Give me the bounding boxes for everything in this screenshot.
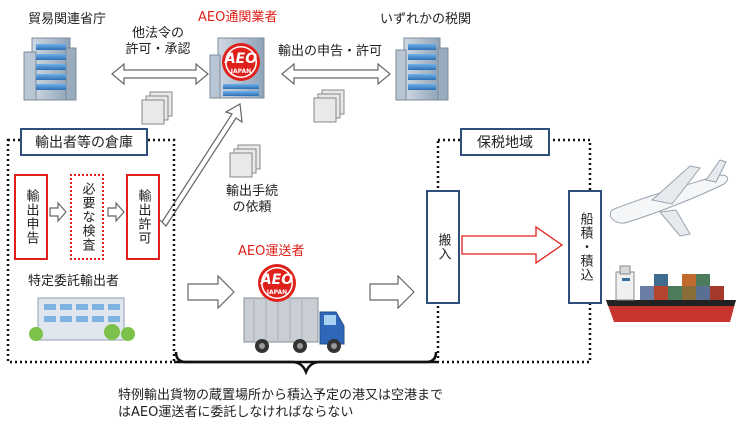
aeo-broker-building-icon: [209, 37, 265, 99]
process-arrow: [49, 201, 67, 223]
export-permit-box: 輸出許可: [126, 174, 160, 260]
carry-in-box: 搬入: [426, 190, 460, 304]
aeo-carrier-logo-text: AEO: [260, 272, 294, 288]
customs-building-icon: [395, 37, 449, 101]
process-arrow: [107, 201, 125, 223]
export-request-label: 輸出手続 の依頼: [225, 184, 278, 215]
ministry-label: 貿易関連省庁: [28, 12, 107, 27]
aeo-carrier-label: AEO運送者: [238, 244, 305, 259]
aeo-carrier-logo-icon: [258, 264, 296, 302]
transport-brace: [174, 351, 438, 376]
necessary-inspection-box: 必要な検査: [70, 174, 104, 260]
exporter-building-icon: [29, 297, 135, 341]
other-laws-label: 他法令の 許可・承認: [125, 26, 191, 57]
aeo-carrier-logo-sub: JAPAN: [266, 289, 288, 296]
specified-exporter-label: 特定委託輸出者: [28, 274, 120, 289]
documents-icon: [313, 89, 345, 123]
warehouse-region: [6, 138, 176, 364]
bottom-note-line2: はAEO運送者に委託しなければならない: [118, 405, 354, 420]
documents-icon: [141, 91, 173, 125]
ministry-broker-double-arrow: [111, 62, 209, 86]
request-arrow: [159, 103, 243, 227]
customs-label: いずれかの税関: [380, 12, 472, 27]
ship-icon: [606, 265, 736, 322]
aeo-broker-logo-text: AEO: [224, 51, 258, 67]
bottom-note-line1: 特例輸出貨物の蔵置場所から積込予定の港又は空港まで: [118, 388, 444, 403]
aeo-broker-logo-sub: JAPAN: [230, 68, 252, 75]
exporter-warehouse-title: 輸出者等の倉庫: [20, 128, 148, 156]
airplane-icon: [610, 159, 729, 237]
to-bonded-arrow: [369, 274, 415, 310]
export-declaration-box: 輸出申告: [14, 174, 48, 260]
to-carrier-arrow: [187, 274, 235, 310]
bonded-area-title: 保税地域: [460, 128, 550, 156]
aeo-broker-label: AEO通関業者: [198, 10, 278, 25]
documents-icon: [229, 144, 261, 178]
export-declaration-permit-label: 輸出の申告・許可: [278, 44, 383, 59]
carry-in-to-loading-arrow: [461, 225, 564, 265]
loading-box: 船積・積込: [568, 190, 602, 304]
ministry-building-icon: [23, 37, 77, 101]
broker-customs-double-arrow: [281, 62, 391, 86]
truck-icon: [243, 297, 345, 353]
